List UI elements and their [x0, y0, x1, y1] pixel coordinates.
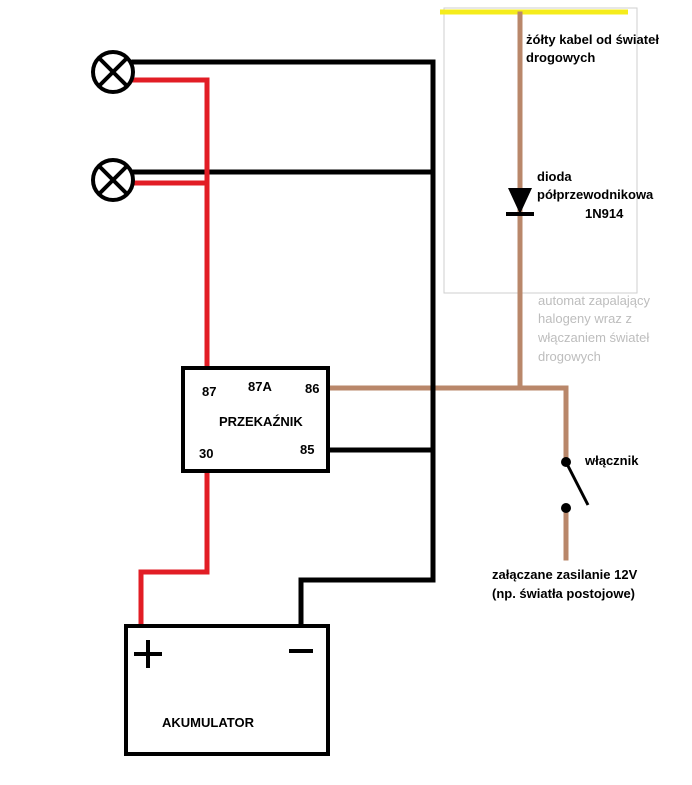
switch-label: włącznik	[584, 453, 639, 468]
yellow-wire-label-line1: żółty kabel od świateł	[526, 32, 659, 47]
diode-icon	[506, 188, 534, 216]
battery-title: AKUMULATOR	[162, 715, 255, 730]
auto-note-line2: halogeny wraz z	[538, 311, 632, 326]
relay-pin-87a: 87A	[248, 379, 272, 394]
lamp-2-icon	[91, 158, 135, 202]
yellow-wire-label-line2: drogowych	[526, 50, 595, 65]
battery-box	[124, 624, 330, 756]
relay-pin-86: 86	[305, 381, 319, 396]
relay-pin-30: 30	[199, 446, 213, 461]
supply-label-line1: załączane zasilanie 12V	[492, 567, 638, 582]
lamp-1-icon	[91, 50, 135, 94]
relay-pin-87: 87	[202, 384, 216, 399]
supply-label-line2: (np. światła postojowe)	[492, 586, 635, 601]
diode-label-line1: dioda	[537, 169, 572, 184]
auto-note-line4: drogowych	[538, 349, 601, 364]
automat-box	[443, 7, 638, 294]
battery-plus-icon	[134, 640, 162, 668]
red-wires	[131, 77, 210, 629]
diode-label-line3: 1N914	[585, 206, 624, 221]
relay-title: PRZEKAŹNIK	[219, 414, 303, 429]
black-wires	[131, 59, 436, 629]
switch-icon	[561, 457, 590, 513]
diode-label-line2: półprzewodnikowa	[537, 187, 654, 202]
auto-note-line3: włączaniem świateł	[537, 330, 649, 345]
relay-box	[181, 366, 330, 473]
brown-wires	[325, 11, 569, 561]
auto-note-line1: automat zapalający	[538, 293, 651, 308]
relay-pin-85: 85	[300, 442, 314, 457]
